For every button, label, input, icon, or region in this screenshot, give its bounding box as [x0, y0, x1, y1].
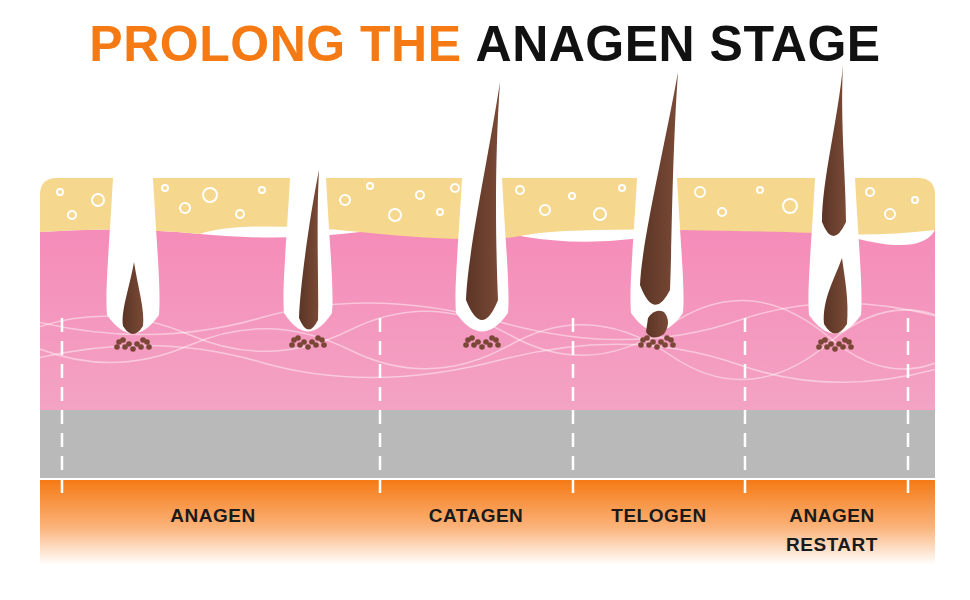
bubble: [68, 211, 76, 219]
title-text: ANAGEN STAGE: [476, 16, 881, 72]
bubble: [389, 209, 401, 221]
bubble: [416, 191, 424, 199]
papilla-dot: [120, 337, 126, 343]
papilla-dot: [644, 335, 650, 341]
papilla-dot: [126, 341, 132, 347]
hairs: [123, 65, 848, 338]
papilla-dot: [295, 335, 301, 341]
bubble: [180, 203, 190, 213]
papilla-dot: [140, 337, 146, 343]
bubble: [92, 194, 104, 206]
grey-layer: [40, 400, 935, 478]
papilla-dot: [816, 344, 822, 350]
bubble: [236, 210, 244, 218]
papilla-dot: [130, 346, 136, 352]
papilla-dot: [114, 344, 120, 350]
papilla-dot: [658, 339, 664, 345]
bubble: [57, 189, 63, 195]
bubble: [162, 185, 168, 191]
papilla-dot: [654, 344, 660, 350]
papilla-dot: [638, 342, 644, 348]
stage-band: [40, 480, 935, 565]
papilla-dot: [483, 339, 489, 345]
papilla-dot: [315, 335, 321, 341]
bubble: [912, 197, 918, 203]
papilla-dot: [305, 344, 311, 350]
papilla-dot: [463, 342, 469, 348]
papilla-dot: [822, 337, 828, 343]
papilla-dot: [309, 339, 315, 345]
papilla-dot: [134, 341, 140, 347]
bubble: [866, 188, 874, 196]
bubble: [516, 186, 524, 194]
bubble: [540, 205, 550, 215]
stage-label: CATAGEN: [391, 501, 561, 530]
papilla-dot: [489, 335, 495, 341]
papilla-dot: [828, 341, 834, 347]
papilla-dot: [475, 339, 481, 345]
title-text: PROLONG THE: [89, 16, 461, 72]
papilla-dot: [848, 344, 854, 350]
papilla-dot: [650, 339, 656, 345]
stage-label: ANAGEN RESTART: [772, 501, 892, 559]
bubble: [259, 187, 265, 193]
dashed-dividers: [62, 318, 908, 497]
papilla-dot: [842, 337, 848, 343]
bubble: [340, 195, 350, 205]
stage-label: ANAGEN: [103, 501, 323, 530]
papilla-dot: [832, 346, 838, 352]
bubble: [594, 208, 606, 220]
bubble: [203, 188, 217, 202]
bubble: [695, 187, 705, 197]
papilla-dot: [664, 335, 670, 341]
papilla-dot: [301, 339, 307, 345]
papilla-dot: [479, 344, 485, 350]
papilla-dot: [495, 342, 501, 348]
bubble: [757, 187, 763, 193]
bubble: [569, 193, 575, 199]
bubble: [718, 208, 726, 216]
bubble: [451, 184, 459, 192]
papilla-dot: [321, 342, 327, 348]
papilla-dot: [146, 344, 152, 350]
stage-label: TELOGEN: [579, 501, 739, 530]
bubble: [783, 199, 797, 213]
title: PROLONG THE ANAGEN STAGE: [0, 14, 970, 74]
papilla-dot: [289, 342, 295, 348]
papilla-dot: [469, 335, 475, 341]
papilla-dot: [836, 341, 842, 347]
bubble: [619, 185, 625, 191]
bubble: [437, 209, 443, 215]
papilla-dot: [670, 342, 676, 348]
bubble: [885, 209, 895, 219]
follicle: [106, 178, 159, 334]
bubble: [367, 183, 373, 189]
